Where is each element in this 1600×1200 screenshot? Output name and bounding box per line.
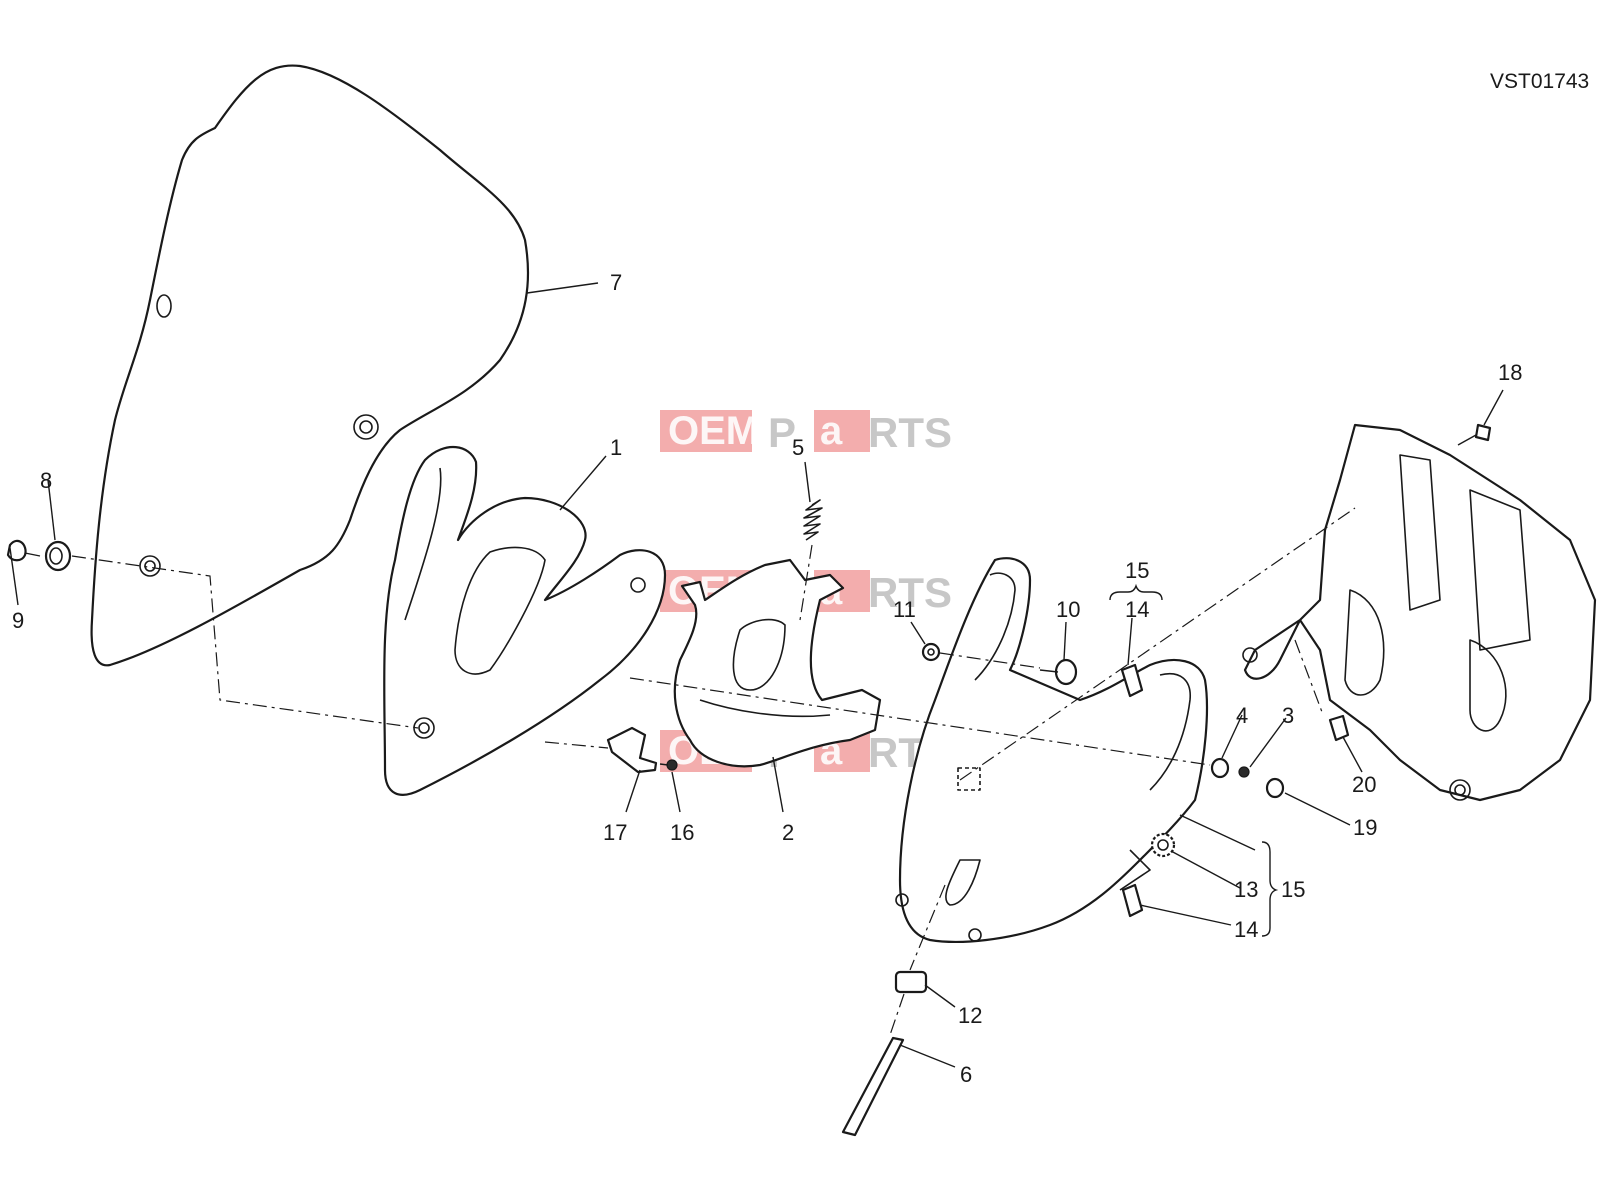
callout-17: 18 [1498, 360, 1522, 385]
callout-6: 6 [960, 1062, 972, 1087]
callout-19: 17 [603, 820, 627, 845]
part-washer-4 [1210, 757, 1230, 779]
part-clip-bracket [606, 726, 658, 774]
part-support-frame [1242, 423, 1597, 802]
leader-lines [9, 282, 1504, 1068]
callout-15-top: 15 [1125, 558, 1149, 583]
part-bracket [673, 558, 882, 768]
part-nut-3 [1238, 766, 1250, 778]
part-grommet [44, 540, 72, 572]
svg-text:RTS: RTS [868, 409, 952, 456]
part-clip-20 [1328, 714, 1350, 742]
callout-10: 10 [1056, 597, 1080, 622]
part-clip-14-top [1120, 663, 1144, 698]
callout-1: 1 [610, 435, 622, 460]
svg-text:RTS: RTS [868, 569, 952, 616]
callout-13: 13 [1234, 877, 1258, 902]
svg-text:OEM: OEM [668, 409, 759, 453]
part-pin-10 [1039, 658, 1078, 686]
svg-text:a: a [820, 409, 843, 453]
part-spring [803, 499, 823, 541]
part-rubber-16 [1265, 777, 1285, 799]
part-clip-14-bottom [1121, 883, 1144, 918]
callout-12: 12 [958, 1003, 982, 1028]
callout-11: 11 [893, 597, 916, 622]
callout-14-bottom: 14 [1234, 917, 1258, 942]
part-rod-6 [841, 1036, 905, 1137]
part-screw-9 [6, 539, 41, 562]
part-main-frame [895, 557, 1209, 943]
callout-18: 16 [670, 820, 694, 845]
part-deflector [383, 445, 667, 796]
part-windscreen [90, 64, 530, 667]
callout-labels: 7 1 5 8 9 17 16 2 11 10 15 14 4 3 20 19 … [12, 270, 1522, 1087]
callout-15-right: 15 [1281, 877, 1305, 902]
part-screw-18 [659, 759, 678, 771]
callout-7: 7 [610, 270, 622, 295]
callout-9: 9 [12, 608, 24, 633]
callout-5: 5 [792, 435, 804, 460]
assembly-axes [71, 507, 1356, 1036]
part-screw-17 [1457, 423, 1492, 446]
callout-14-top: 14 [1125, 597, 1149, 622]
callout-20: 20 [1352, 772, 1376, 797]
callout-3: 3 [1282, 703, 1294, 728]
part-washer-11 [921, 642, 941, 662]
part-gear-13 [1150, 832, 1176, 858]
svg-text:P: P [768, 409, 796, 456]
callout-8: 8 [40, 468, 52, 493]
drawing-code: VST01743 [1490, 70, 1589, 93]
callout-4: 4 [1236, 703, 1248, 728]
part-bushing-12 [894, 970, 928, 994]
callout-2: 2 [782, 820, 794, 845]
callout-16: 19 [1353, 815, 1377, 840]
